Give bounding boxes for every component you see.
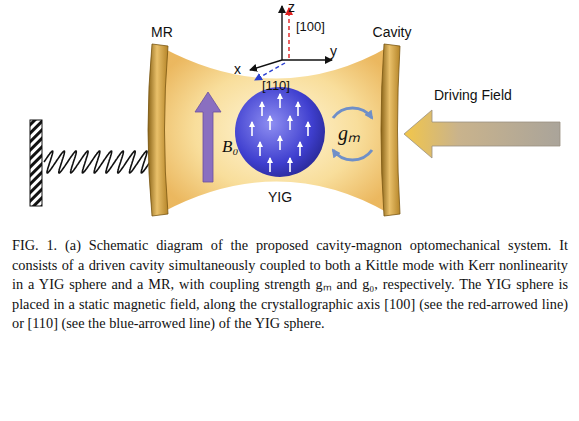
yig-sphere — [235, 87, 325, 177]
spin-arrow — [251, 122, 253, 136]
part-label: y — [330, 44, 337, 59]
spin-arrow — [299, 142, 301, 156]
cavity-field — [163, 46, 390, 214]
spin-arrow — [289, 116, 291, 130]
spin-arrow — [307, 122, 309, 136]
field-label: B₀ — [222, 138, 238, 157]
coupling-arrow — [333, 108, 372, 118]
y-axis — [282, 59, 332, 60]
spin-arrow — [261, 102, 263, 116]
cavity-mirror — [381, 44, 400, 216]
spin-arrow — [279, 94, 281, 108]
spin-arrows — [252, 94, 308, 172]
driving-field-arrow — [404, 110, 560, 158]
part-label: YIG — [268, 190, 292, 205]
figure-caption: FIG. 1. (a) Schematic diagram of the pro… — [12, 236, 568, 334]
spin-arrow — [269, 158, 271, 172]
spin-arrow — [269, 116, 271, 130]
part-label: MR — [151, 25, 173, 40]
mechanical-mirror — [148, 44, 168, 216]
axis-110 — [255, 63, 285, 80]
x-axis — [250, 60, 282, 70]
spin-arrow — [289, 158, 291, 172]
part-label: x — [234, 62, 241, 77]
part-label: [100] — [296, 20, 325, 34]
part-label: z — [288, 0, 295, 15]
part-label: Driving Field — [434, 88, 512, 103]
fixed-wall — [30, 120, 42, 206]
spin-arrow — [259, 142, 261, 156]
spin-arrow — [279, 136, 281, 150]
part-label: Cavity — [373, 25, 412, 40]
coupling-arrow — [333, 150, 372, 160]
part-label: [110] — [262, 79, 290, 93]
spring-coil — [44, 151, 150, 173]
z-axis — [281, 6, 282, 60]
bias-field-arrow — [195, 92, 221, 182]
axis-100 — [288, 8, 289, 58]
coupling-label: gₘ — [338, 122, 360, 144]
spin-arrow — [297, 102, 299, 116]
